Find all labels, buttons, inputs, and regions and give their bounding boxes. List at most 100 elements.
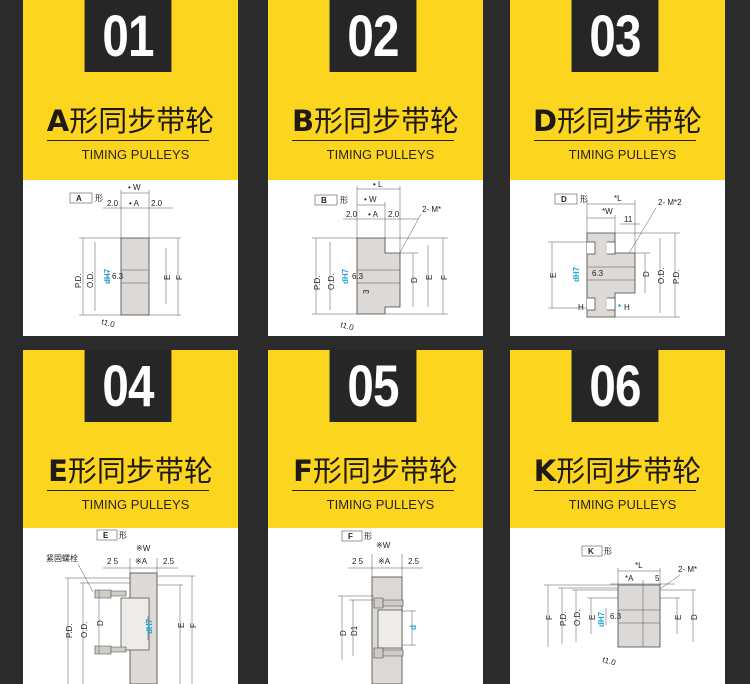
type-label-box [314,194,338,206]
card-number: 04 [84,350,172,422]
title-text: 形同步带轮 [67,454,213,488]
title-text: 形同步带轮 [69,104,215,138]
dim-bore: dH7 [572,266,581,282]
dim-bore: dH7 [103,268,112,284]
type-suffix: 形 [340,196,348,205]
dim-od: O.D. [657,268,666,284]
card-header: 05 F形同步带轮 TIMING PULLEYS [268,350,483,528]
type-letter: E [48,454,68,488]
dim-f: F [175,275,184,280]
dim-a: ※A [135,557,148,566]
diagram-area: F 形 ※W 2 5 ※A 2.5 D D1 d [268,528,483,684]
card-number: 03 [571,0,659,72]
dim-l: *L [614,194,622,203]
pulley-f-diagram: F 形 ※W 2 5 ※A 2.5 D D1 d [338,530,423,684]
dim-w: • W [364,195,377,204]
card-subtitle: TIMING PULLEYS [326,147,435,162]
dimension-lines [586,200,657,256]
dim-e: E [177,623,186,628]
type-label: F [348,532,353,541]
dim-d: D [690,614,699,620]
dim-pd: P.D. [559,611,568,626]
title-divider [47,140,209,141]
dim-e: E [163,275,172,280]
type-suffix: 形 [604,547,612,556]
dim-f: F [440,275,449,280]
dimension-lines [343,186,422,261]
card-title: F形同步带轮 [268,448,483,490]
type-letter: B [291,104,315,138]
diagram-area: K 形 *L *A 5 2- M* F P.D. O.D. E dH7 6.3 … [510,528,725,684]
card-subtitle: TIMING PULLEYS [568,147,677,162]
card-title: E形同步带轮 [23,448,238,490]
title-text: 形同步带轮 [557,104,703,138]
type-letter: A [46,104,70,138]
diagram-area: E 形 ※W 2 5 ※A 2.5 紧固螺栓 P.D. O.D. D dH7 E… [23,528,238,684]
type-suffix: 形 [580,195,588,204]
set-bolt-label: 紧固螺栓 [46,553,78,563]
title-text: 形同步带轮 [314,104,460,138]
dim-left: 2.0 [346,210,358,219]
dimension-lines [610,568,681,597]
dim-left: 2.0 [107,199,119,208]
card-header: 04 E形同步带轮 TIMING PULLEYS [23,350,238,528]
set-bolts [373,597,404,659]
dim-d: D [96,620,105,626]
card-title: A形同步带轮 [23,98,238,140]
dim-w: • W [128,183,141,192]
note-star: * [618,303,622,312]
dimension-lines [348,554,423,577]
pulley-d-diagram: D 形 *L *W 11 2- M*2 E dH7 6.3 D O.D. P.D… [548,193,682,318]
dim-pd: P.D. [672,269,681,284]
dim-a: ※A [378,557,391,566]
dim-m: 2- M* [678,565,697,574]
dim-e-left: E [588,615,597,620]
dim-pd: P.D. [65,623,74,638]
dim-w: ※W [376,541,391,550]
dimension-lines [79,237,181,316]
card-header: 03 D形同步带轮 TIMING PULLEYS [510,0,725,180]
dim-m: 2- M*2 [658,198,682,207]
dim-e: E [549,273,558,278]
type-suffix: 形 [364,532,372,541]
dimension-lines [544,584,696,647]
title-text: 形同步带轮 [556,454,702,488]
dimension-lines [103,190,173,238]
pulley-body [356,237,401,315]
dim-left: 2 5 [352,557,364,566]
card-subtitle: TIMING PULLEYS [81,147,190,162]
pulley-k-diagram: K 形 *L *A 5 2- M* F P.D. O.D. E dH7 6.3 … [544,545,699,668]
set-screw-holes [587,241,616,311]
dim-pd: P.D. [313,275,322,290]
dim-w: ※W [136,544,151,553]
roughness: 6.3 [352,272,364,281]
type-label-box [581,545,603,557]
dim-l: • L [373,180,383,189]
pulley-e-diagram: E 形 ※W 2 5 ※A 2.5 紧固螺栓 P.D. O.D. D dH7 E… [46,529,198,684]
title-divider [534,490,696,491]
dim-right: 2.0 [151,199,163,208]
type-suffix: 形 [119,531,127,540]
dim-bore: dH7 [145,618,154,634]
dim-e-right: E [674,615,683,620]
card-header: 01 A形同步带轮 TIMING PULLEYS [23,0,238,180]
dim-t: t1.0 [339,320,355,332]
dim-bore: d [409,625,418,630]
roughness: 6.3 [112,272,124,281]
dim-t: t1.0 [100,317,116,329]
dim-l: *L [635,561,643,570]
dim-a: *A [625,574,634,583]
dim-3: 3 [362,289,371,294]
dimension-lines [338,595,416,660]
dim-right: 2.0 [388,210,400,219]
diagram-area: D 形 *L *W 11 2- M*2 E dH7 6.3 D O.D. P.D… [510,180,725,336]
dim-od: O.D. [86,272,95,288]
dim-a: • A [129,199,140,208]
card-header: 02 B形同步带轮 TIMING PULLEYS [268,0,483,180]
card-subtitle: TIMING PULLEYS [326,497,435,512]
type-suffix: 形 [95,194,103,203]
roughness: 6.3 [592,269,604,278]
card-subtitle: TIMING PULLEYS [568,497,677,512]
dimension-lines [548,232,680,318]
diagram-area: B 形 • L • W 2.0 • A 2.0 2- M* P.D. O.D. … [268,180,483,336]
